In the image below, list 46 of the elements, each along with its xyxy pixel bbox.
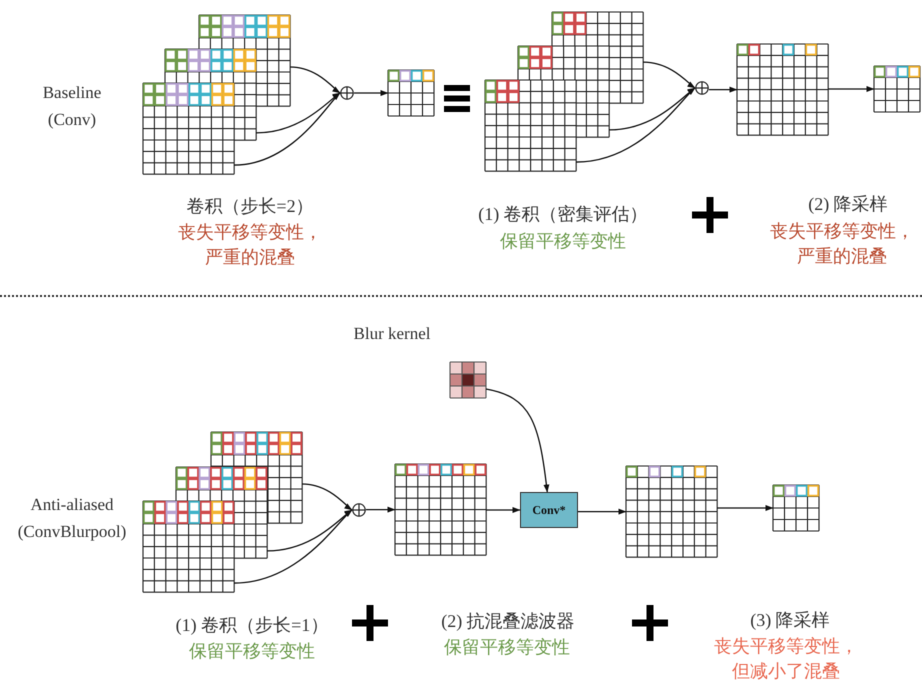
- arrow: [717, 505, 774, 511]
- arrow: [609, 87, 696, 131]
- arrow: [256, 92, 340, 134]
- arrow: [366, 506, 396, 513]
- arrow: [302, 483, 352, 511]
- caption-text: (1) 卷积（密集评估）: [477, 203, 649, 226]
- caption-text: 保留平移等变性: [499, 230, 627, 253]
- caption-text: (2) 抗混叠滤波器: [440, 610, 576, 633]
- caption-text: 丧失平移等变性，严重的混叠: [177, 221, 323, 269]
- arrow: [578, 508, 626, 515]
- caption-text: 保留平移等变性: [188, 640, 316, 663]
- kernel-caption: Blur kernel: [352, 323, 432, 345]
- caption-text: (1) 卷积（步长=1）: [174, 614, 330, 637]
- caption-text: 丧失平移等变性，但减小了混叠: [713, 635, 859, 683]
- feature-map-grid: [485, 80, 576, 172]
- arrow: [709, 86, 738, 93]
- feature-map-grid: [395, 464, 486, 556]
- arrow: [486, 507, 520, 513]
- arrow: [486, 388, 550, 492]
- feature-map-grid: [874, 66, 920, 112]
- row-title: Anti-aliased (ConvBlurpool): [16, 494, 128, 543]
- sum-symbol: [352, 503, 366, 517]
- sum-symbol: [695, 81, 709, 95]
- feature-map-grid: [626, 466, 718, 558]
- feature-map-grid: [737, 44, 828, 136]
- arrow: [828, 86, 874, 92]
- caption-text: (2) 降采样: [807, 193, 889, 216]
- caption-text: 丧失平移等变性，严重的混叠: [769, 220, 915, 268]
- blur-kernel-grid: [450, 362, 486, 398]
- arrow: [643, 62, 696, 89]
- feature-map-grid: [143, 501, 234, 592]
- arrow: [267, 509, 352, 552]
- arrow: [576, 88, 696, 163]
- caption-text: 保留平移等变性: [443, 636, 571, 659]
- arrow: [354, 90, 388, 96]
- sum-symbol: [340, 86, 354, 100]
- arrow: [234, 92, 340, 166]
- arrow: [290, 66, 340, 94]
- conv-box: Conv*: [520, 492, 578, 528]
- caption-text: (3) 降采样: [749, 609, 831, 632]
- feature-map-grid: [773, 485, 819, 531]
- feature-map-grid: [143, 83, 234, 174]
- caption-text: 卷积（步长=2）: [185, 195, 315, 218]
- feature-map-grid: [388, 70, 434, 116]
- row-title: Baseline (Conv): [42, 82, 102, 131]
- arrow: [234, 510, 352, 584]
